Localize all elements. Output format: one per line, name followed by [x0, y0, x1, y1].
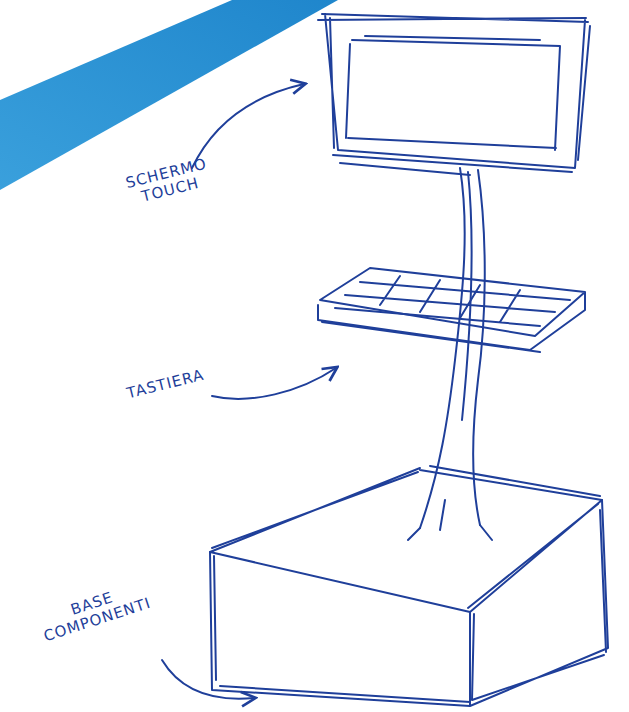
part-label: BASE COMPONENTI [37, 578, 154, 645]
leader-arrow [192, 84, 304, 168]
leader-arrow [212, 368, 336, 399]
part-label: SCHERMO TOUCH [124, 155, 213, 209]
kiosk-drawing [162, 14, 608, 706]
accent-band [0, 0, 338, 190]
leader-arrow [162, 660, 254, 699]
part-label: TASTIERA [125, 367, 206, 403]
